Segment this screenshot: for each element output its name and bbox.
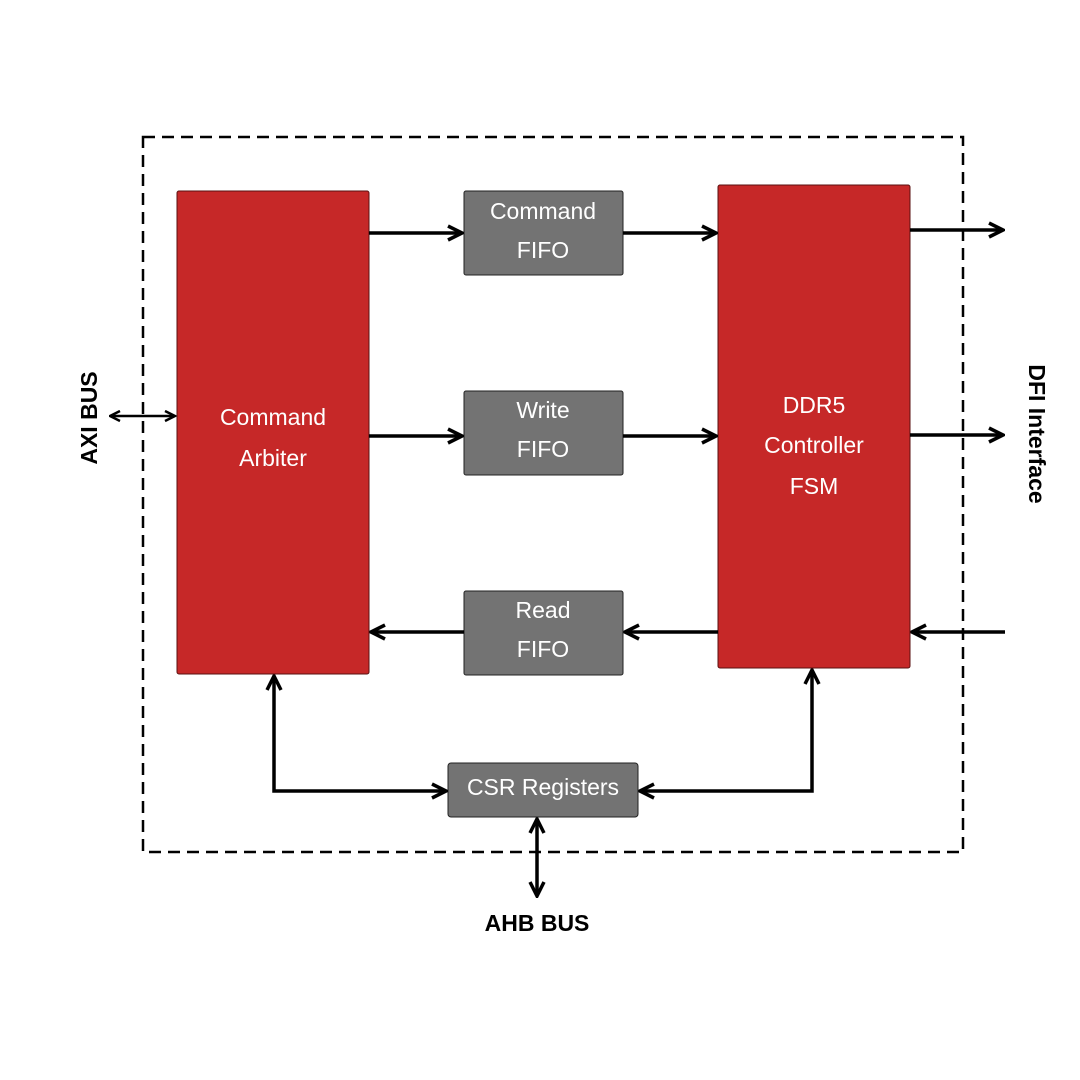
command-arbiter-block: Command Arbiter: [176, 190, 370, 675]
csr-label: CSR Registers: [467, 774, 619, 800]
read-fifo-block: Read FIFO: [463, 590, 624, 676]
arrow-arbiter-csr: [274, 676, 446, 791]
command-fifo-block: Command FIFO: [463, 190, 624, 276]
csr-registers-block: CSR Registers: [447, 762, 639, 818]
read-fifo-label: FIFO: [517, 636, 569, 662]
write-fifo-label: FIFO: [517, 436, 569, 462]
write-fifo-label: Write: [516, 397, 569, 423]
cmd-fifo-label: Command: [490, 198, 596, 224]
cmd-fifo-label: FIFO: [517, 237, 569, 263]
arbiter-label: Arbiter: [239, 445, 307, 471]
ddr5-label: Controller: [764, 432, 864, 458]
axi-bus-label: AXI BUS: [76, 371, 102, 464]
chip-boundary: [141, 135, 965, 854]
arbiter-label: Command: [220, 404, 326, 430]
ddr5-label: FSM: [790, 473, 839, 499]
ddr5-label: DDR5: [783, 392, 846, 418]
connections: [110, 230, 1005, 896]
arrow-ddr5-csr: [640, 670, 812, 791]
dfi-interface-label: DFI Interface: [1024, 364, 1050, 503]
ahb-bus-label: AHB BUS: [485, 910, 590, 936]
ddr5-controller-fsm-block: DDR5 Controller FSM: [717, 184, 911, 669]
write-fifo-block: Write FIFO: [463, 390, 624, 476]
read-fifo-label: Read: [516, 597, 571, 623]
